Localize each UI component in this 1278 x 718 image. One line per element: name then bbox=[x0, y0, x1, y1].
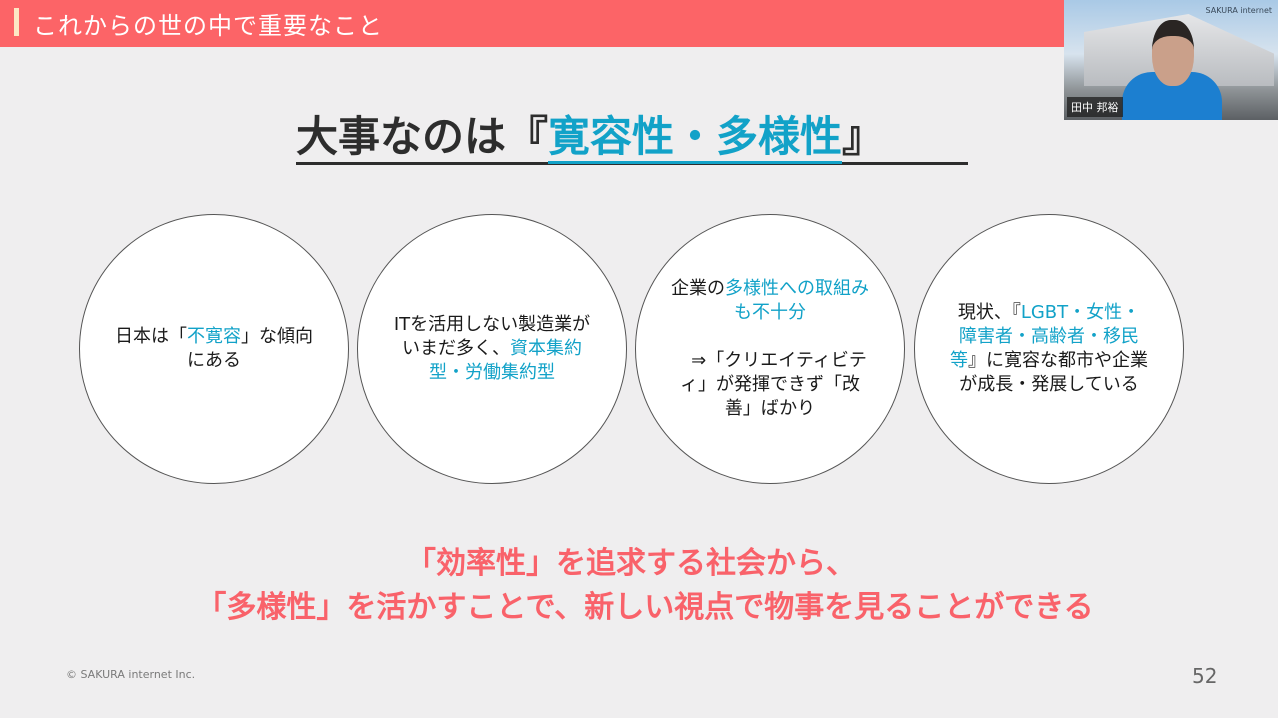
slide-header-bar: これからの世の中で重要なこと bbox=[0, 0, 1064, 47]
body-text: ⇒「クリエイティビティ」が発揮できず「改善」ばかり bbox=[673, 350, 867, 419]
webcam-logo: SAKURA internet bbox=[1205, 6, 1272, 15]
body-text: 企業の bbox=[671, 278, 725, 299]
highlight-text: 多様性への取組みも不十分 bbox=[725, 278, 869, 323]
page-number: 52 bbox=[1192, 664, 1218, 688]
highlight-text: 不寛容 bbox=[187, 326, 241, 347]
point-circle-4: 現状、『LGBT・女性・障害者・高齢者・移民等』に寛容な都市や企業が成長・発展し… bbox=[914, 214, 1184, 484]
circle-text: 日本は「不寛容」な傾向にある bbox=[114, 325, 314, 373]
highlight-text: 資本集約型・労働集約型 bbox=[429, 338, 582, 383]
body-text: 現状、『 bbox=[957, 302, 1021, 323]
conclusion-line-1: 「効率性」を追求する社会から、 bbox=[406, 546, 856, 581]
highlight-text: LGBT・女性・障害者・高齢者・移民等 bbox=[950, 302, 1141, 371]
copyright-footer: © SAKURA internet Inc. bbox=[66, 668, 196, 681]
conclusion-line-2: 「多様性」を活かすことで、新しい視点で物事を見ることができる bbox=[196, 590, 1094, 625]
title-prefix: 大事なのは『 bbox=[296, 112, 549, 161]
circle-text: 企業の多様性への取組みも不十分 ⇒「クリエイティビティ」が発揮できず「改善」ばか… bbox=[670, 277, 870, 421]
title-highlight: 寛容性・多様性 bbox=[548, 112, 843, 164]
point-circle-2: ITを活用しない製造業がいまだ多く、資本集約型・労働集約型 bbox=[357, 214, 627, 484]
circle-text: 現状、『LGBT・女性・障害者・高齢者・移民等』に寛容な都市や企業が成長・発展し… bbox=[949, 301, 1149, 397]
speaker-webcam: SAKURA internet 田中 邦裕 bbox=[1064, 0, 1278, 120]
speaker-name: 田中 邦裕 bbox=[1067, 97, 1123, 117]
point-circle-3: 企業の多様性への取組みも不十分 ⇒「クリエイティビティ」が発揮できず「改善」ばか… bbox=[635, 214, 905, 484]
point-circle-1: 日本は「不寛容」な傾向にある bbox=[79, 214, 349, 484]
body-text: 日本は「 bbox=[115, 326, 187, 347]
header-title: これからの世の中で重要なこと bbox=[33, 12, 383, 40]
body-text: ITを活用しない製造業がいまだ多く、 bbox=[393, 314, 591, 359]
slide-title: 大事なのは『寛容性・多様性』 bbox=[296, 112, 968, 165]
body-text: 」な傾向にある bbox=[187, 326, 313, 371]
body-text: 』に寛容な都市や企業が成長・発展している bbox=[959, 350, 1148, 395]
speaker-head bbox=[1152, 20, 1194, 86]
header-accent-bar bbox=[14, 8, 19, 36]
circle-text: ITを活用しない製造業がいまだ多く、資本集約型・労働集約型 bbox=[392, 313, 592, 385]
title-suffix: 』 bbox=[842, 112, 885, 161]
